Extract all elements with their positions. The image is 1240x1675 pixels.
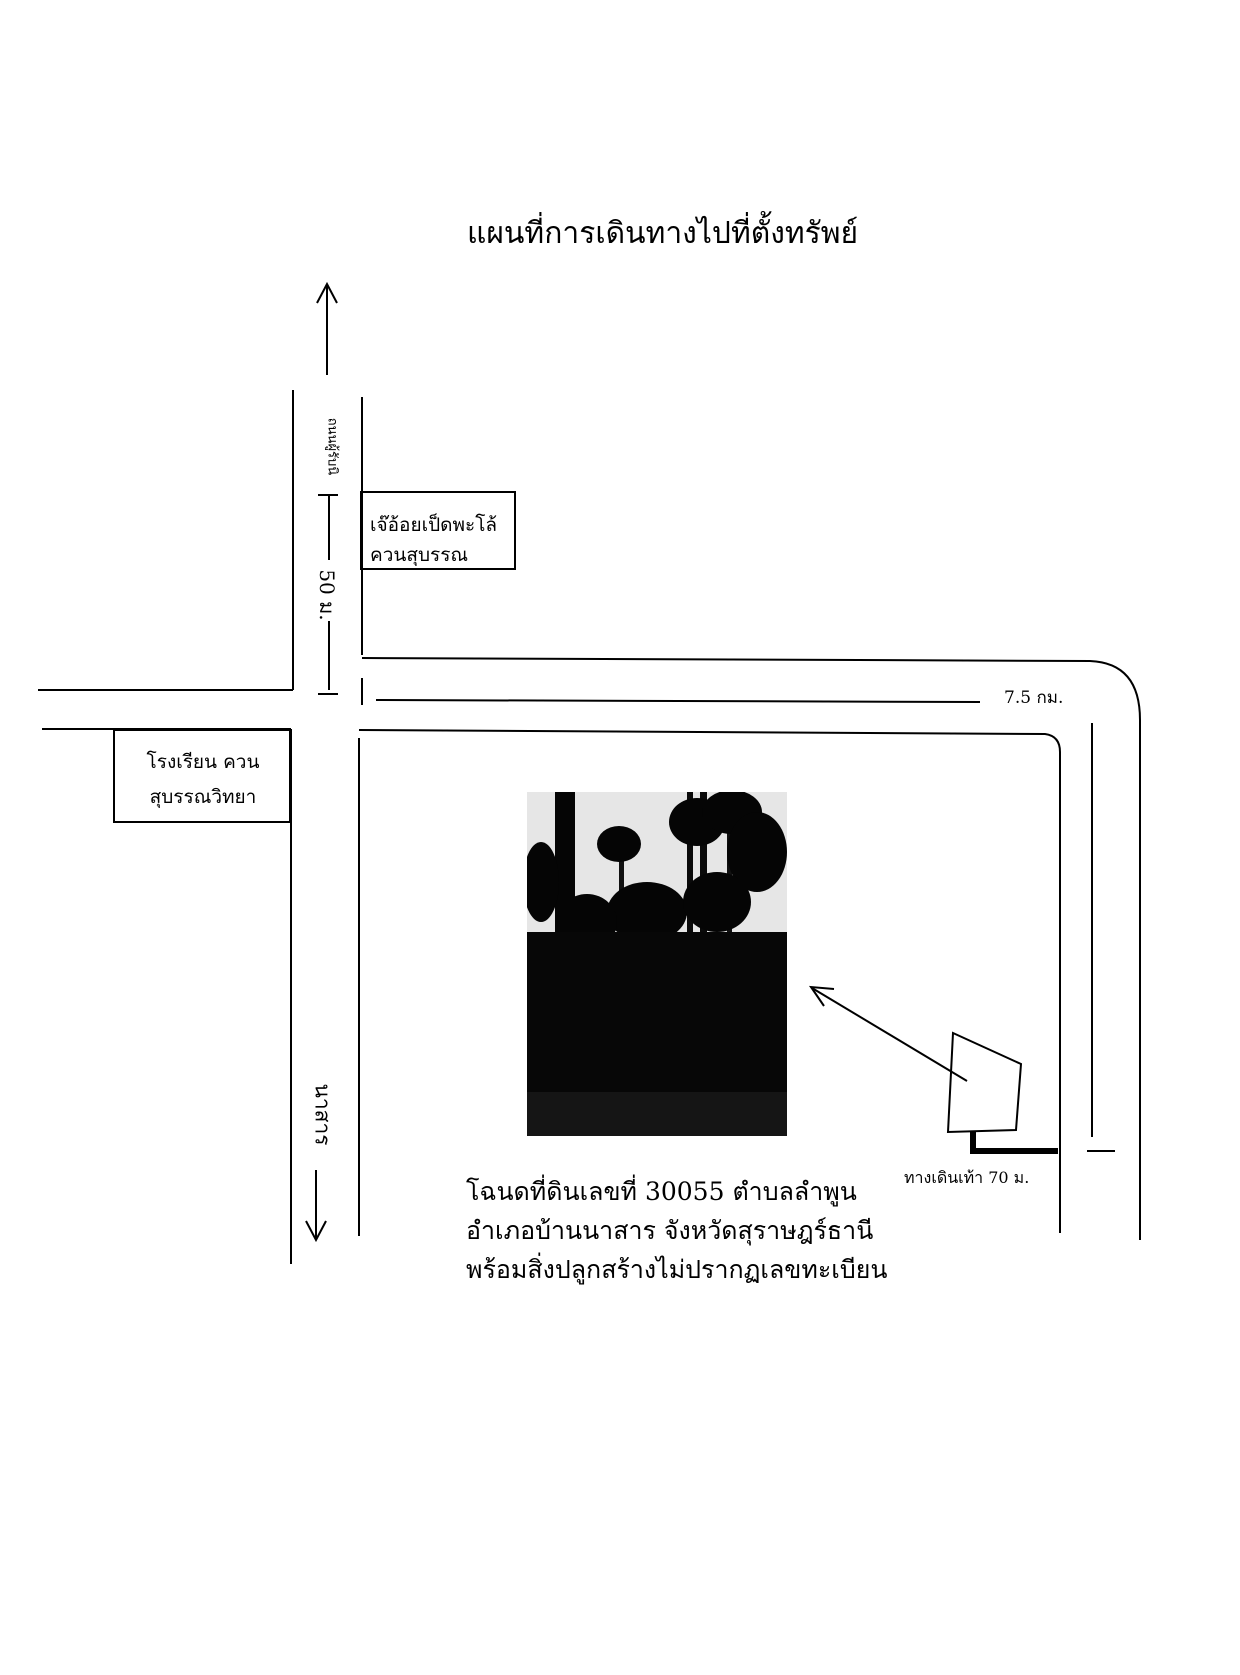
walkway-label: ทางเดินเท้า 70 ม. [904,1168,1030,1187]
restaurant-label: เจ๊อ้อยเป็ดพะโล้ ควนสุบรรณ [370,514,498,566]
pointer-arrow-head [808,985,835,1007]
road-east-outer-edge [361,657,1141,1240]
map-title: แผนที่การเดินทางไปที่ตั้งทรัพย์ [467,216,859,251]
property-photo [527,792,787,1136]
school-label: โรงเรียน ควนสุบรรณวิทยา [146,751,260,808]
road-north-label: ถนนผู้รับนิ [324,417,340,476]
caption-line-1: โฉนดที่ดินเลขที่ 30055 ตำบลลำพูน [466,1177,857,1206]
south-arrow-head [305,1220,327,1243]
road-south-label: นาสาร [310,1083,335,1146]
caption-line-2: อำเภอบ้านนาสาร จังหวัดสุราษฎร์ธานี [466,1216,874,1245]
palm-trees-silhouette [527,792,787,1136]
road-east-inner-edge [358,729,1061,1233]
school-box [113,729,291,823]
distance-50m-label: 50 ม. [315,569,339,621]
measure-line-7km [375,699,981,703]
property-parcel [946,1031,1023,1134]
distance-7km-label: 7.5 กม. [1004,688,1064,708]
walkway-path [970,1131,1058,1154]
restaurant-box [360,491,516,570]
property-caption: โฉนดที่ดินเลขที่ 30055 ตำบลลำพูน อำเภอบ้… [466,1172,926,1289]
caption-line-3: พร้อมสิ่งปลูกสร้างไม่ปรากฏเลขทะเบียน [466,1255,888,1284]
north-arrow-head [316,281,338,304]
pointer-arrow-shaft [811,987,968,1082]
